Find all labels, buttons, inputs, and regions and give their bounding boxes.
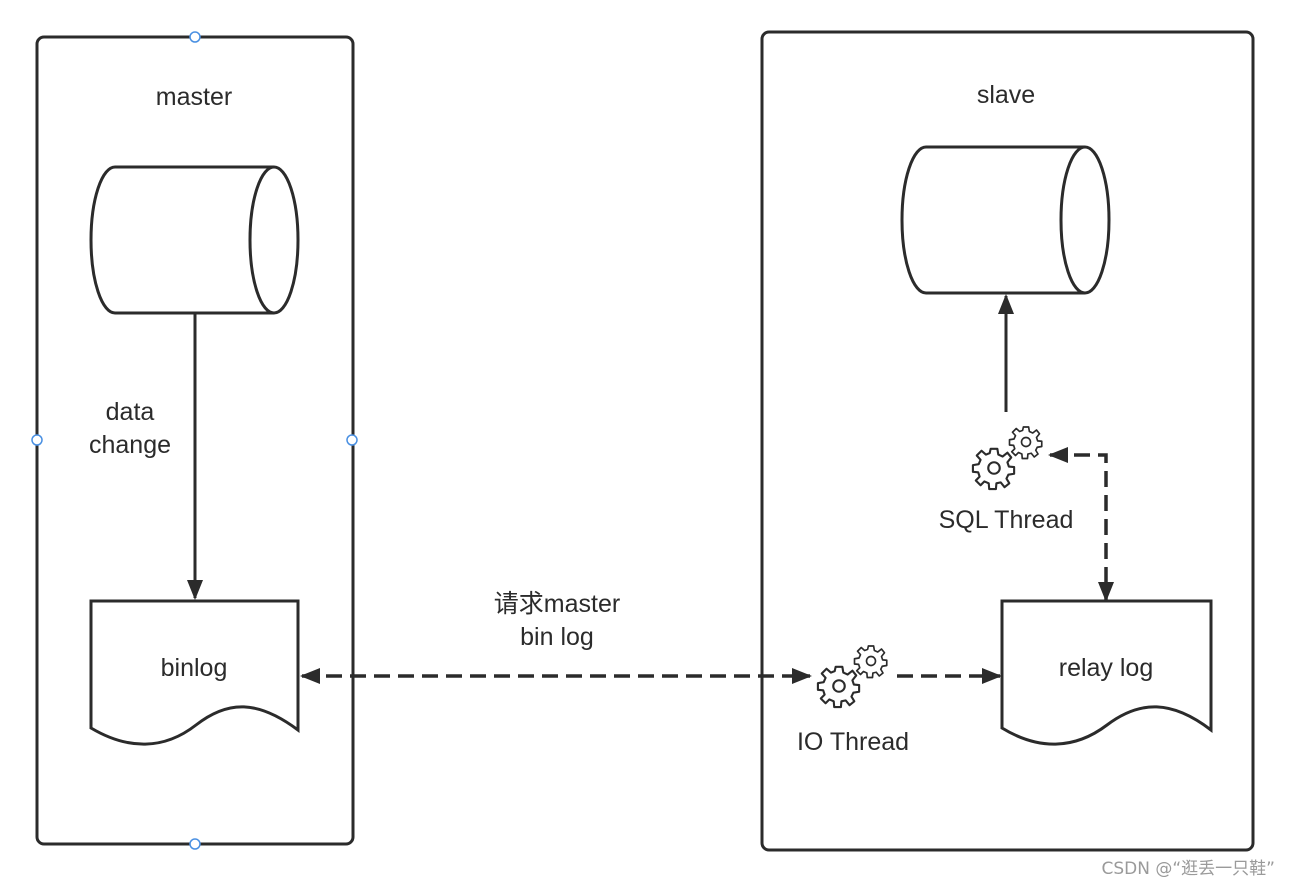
master-database-cylinder-icon [89, 165, 300, 315]
relay-log-label: relay log [1059, 654, 1154, 682]
relay-read-arrow [1048, 447, 1114, 602]
request-label-line2: bin log [520, 623, 594, 651]
resize-handle-top[interactable] [189, 31, 201, 43]
sql-thread-label: SQL Thread [939, 506, 1074, 534]
data-change-label-line2: change [89, 431, 171, 459]
master-title: master [156, 83, 232, 111]
resize-handle-right[interactable] [346, 434, 358, 446]
watermark: CSDN @“逛丢一只鞋” [1102, 859, 1276, 879]
request-label-line1: 请求master [494, 590, 620, 618]
slave-panel[interactable]: slave SQL Thread relay log IO Thread [760, 30, 1255, 852]
io-thread-gears-icon [816, 645, 888, 709]
selection-handles[interactable] [31, 31, 358, 850]
slave-container[interactable] [760, 30, 1255, 852]
sql-thread-gears-icon [971, 426, 1043, 491]
slave-database-cylinder-icon [900, 145, 1111, 295]
data-change-label-line1: data [106, 398, 155, 426]
slave-title: slave [977, 81, 1035, 109]
master-panel[interactable]: master data change binlog [31, 31, 358, 850]
io-thread-label: IO Thread [797, 728, 909, 756]
binlog-label: binlog [161, 654, 228, 682]
resize-handle-left[interactable] [31, 434, 43, 446]
relay-log-document-icon [1000, 599, 1213, 746]
binlog-document-icon [89, 599, 300, 746]
resize-handle-bottom[interactable] [189, 838, 201, 850]
